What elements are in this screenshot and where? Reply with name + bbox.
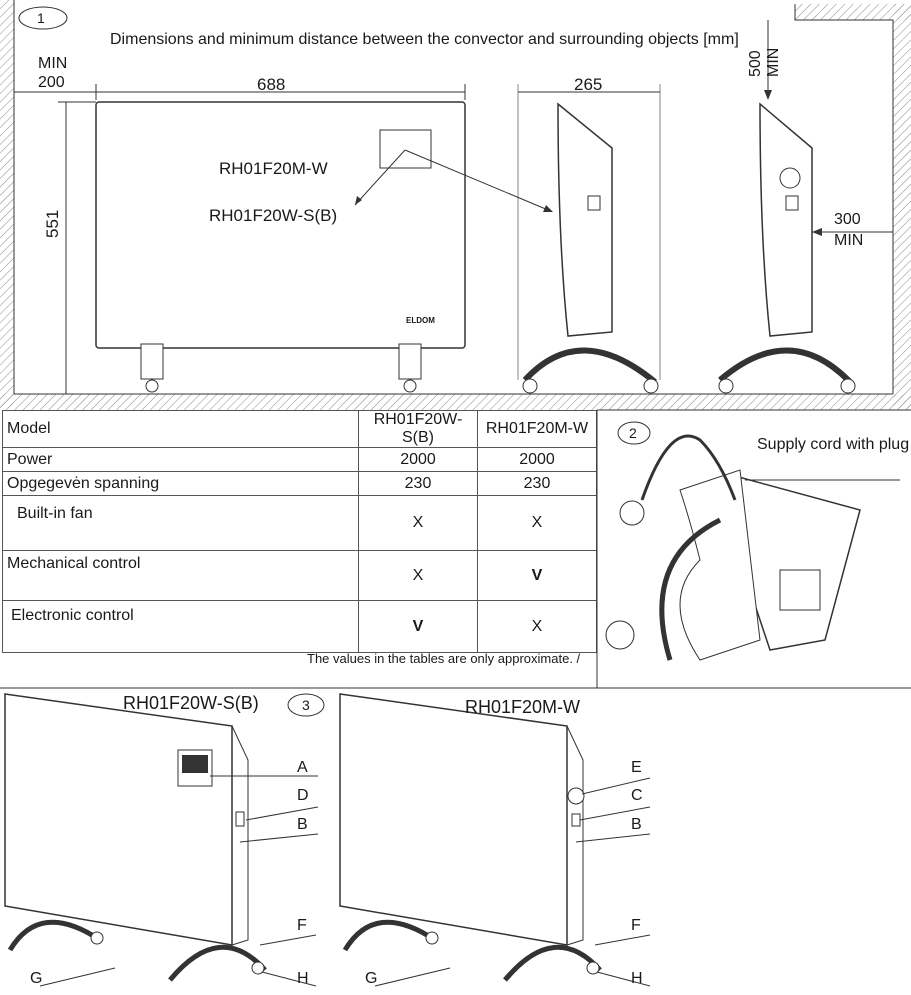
table-row: Mechanical control X V — [2, 550, 597, 601]
width-dimension: 688 — [257, 75, 286, 94]
min-top-label: MIN — [765, 47, 782, 77]
table-row: Opgegevėn spanning 230 230 — [2, 471, 597, 496]
header-model-2: RH01F20M-W — [477, 410, 597, 448]
table-row: Electronic control V X — [2, 600, 597, 653]
floor — [0, 394, 911, 410]
label-e: E — [631, 759, 642, 776]
table-header-row: Model RH01F20W-S(B) RH01F20M-W — [2, 410, 597, 448]
table-note: The values in the tables are only approx… — [307, 651, 581, 666]
label-g-right: G — [365, 970, 378, 987]
supply-cord-caption: Supply cord with plug — [757, 436, 910, 453]
model-label-electronic: RH01F20W-S(B) — [209, 206, 338, 225]
mech-side-stand — [718, 347, 853, 385]
mech-side-body — [759, 102, 813, 337]
side-stand — [522, 347, 657, 385]
header-model-1: RH01F20W-S(B) — [358, 410, 478, 448]
front-panel — [95, 101, 466, 349]
row-value: X — [358, 550, 478, 601]
row-label: Electronic control — [2, 600, 359, 653]
control-box-outline — [379, 129, 432, 169]
right-wall — [893, 4, 911, 408]
depth-dimension: 265 — [574, 75, 603, 94]
left-wall — [0, 0, 14, 408]
row-label: Mechanical control — [2, 550, 359, 601]
spec-table: Model RH01F20W-S(B) RH01F20M-W Power 200… — [2, 410, 597, 653]
label-g-left: G — [30, 970, 43, 987]
row-value: 2000 — [358, 447, 478, 472]
badge-2: 2 — [629, 425, 637, 441]
badge-1: 1 — [37, 10, 45, 26]
left-foot — [140, 343, 164, 380]
row-label: Opgegevėn spanning — [2, 471, 359, 496]
row-value: V — [477, 550, 597, 601]
badge-3: 3 — [302, 697, 310, 713]
min-top-value: 500 — [747, 50, 764, 77]
header-model: Model — [2, 410, 359, 448]
row-value: X — [358, 495, 478, 551]
label-h-right: H — [631, 970, 643, 987]
label-c: C — [631, 787, 643, 804]
min-front-label: MIN — [834, 232, 864, 249]
label-b-left: B — [297, 816, 308, 833]
row-value: X — [477, 600, 597, 653]
model-label-mechanical: RH01F20M-W — [219, 159, 328, 178]
left-heater-title: RH01F20W-S(B) — [123, 693, 259, 713]
min-side-value: 200 — [38, 74, 65, 91]
table-row: Built-in fan X X — [2, 495, 597, 551]
label-h-left: H — [297, 970, 309, 987]
section-1-title: Dimensions and minimum distance between … — [110, 31, 739, 48]
badge-1-outline — [18, 6, 68, 30]
right-heater-title: RH01F20M-W — [465, 697, 581, 717]
row-value: 230 — [358, 471, 478, 496]
row-value: X — [477, 495, 597, 551]
table-row: Power 2000 2000 — [2, 447, 597, 472]
label-b-right: B — [631, 816, 642, 833]
height-dimension: 551 — [43, 209, 62, 238]
dimension-drawing — [0, 0, 911, 410]
row-value: 230 — [477, 471, 597, 496]
min-front-value: 300 — [834, 211, 861, 228]
label-f-left: F — [297, 917, 307, 934]
ceiling — [795, 4, 911, 20]
min-side-label: MIN — [38, 55, 68, 72]
side-body — [557, 102, 613, 337]
right-foot — [398, 343, 422, 380]
label-f-right: F — [631, 917, 641, 934]
row-label: Power — [2, 447, 359, 472]
brand-logo: ELDOM — [406, 316, 435, 325]
label-a: A — [297, 759, 308, 776]
label-d: D — [297, 787, 309, 804]
row-label: Built-in fan — [2, 495, 359, 551]
row-value: V — [358, 600, 478, 653]
row-value: 2000 — [477, 447, 597, 472]
